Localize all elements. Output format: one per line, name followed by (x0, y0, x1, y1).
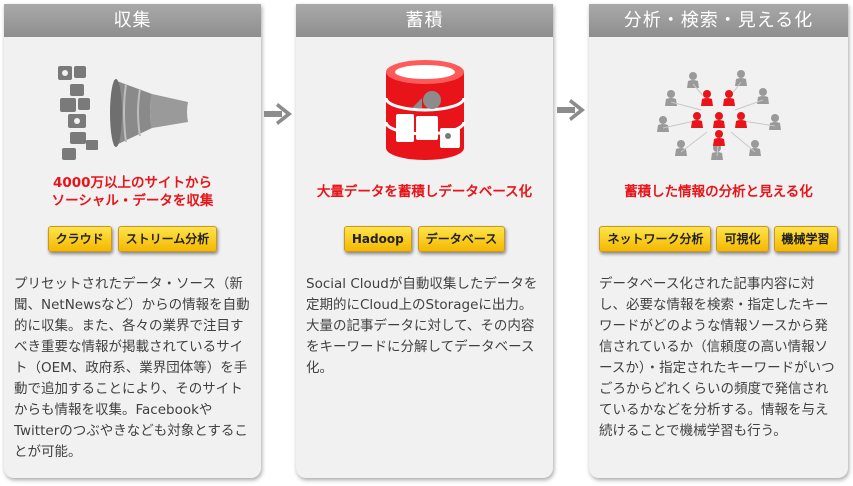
tag-machine-learning: 機械学習 (773, 226, 838, 252)
analyze-description: データベース化された記事内容に対し、必要な情報を検索・指定したキーワードがどのよ… (599, 276, 835, 439)
store-description: Social Cloudが自動収集したデータを定期的にCloud上のStorag… (306, 276, 538, 376)
collect-description: プリセットされたデータ・ソース（新聞、NetNewsなど）からの情報を自動的に収… (14, 276, 250, 460)
collect-tags: クラウド ストリーム分析 (4, 226, 261, 252)
panel-store: 蓄積 大量データを蓄積しデータベース化 Hadoop データベース Social… (296, 4, 553, 478)
arrow-right-icon (264, 103, 292, 125)
analyze-tags: ネットワーク分析 可視化 機械学習 (589, 226, 848, 252)
tag-cloud: クラウド (47, 226, 112, 252)
panel-header-store: 蓄積 (296, 4, 553, 37)
database-icon (384, 60, 466, 160)
panel-analyze: 分析・検索・見える化 蓄積した情報の分析と見える化 ネットワーク分析 可視化 機… (589, 4, 848, 478)
tag-stream-analysis: ストリーム分析 (117, 226, 218, 252)
social-funnel-icon (58, 66, 188, 160)
store-highlight: 大量データを蓄積しデータベース化 (316, 184, 533, 200)
arrow-right-icon (557, 99, 585, 121)
tag-network-analysis: ネットワーク分析 (599, 226, 712, 252)
panel-collect: 収集 4000万以上のサイトから ソーシャル・データを収集 クラウド ストリーム… (4, 4, 261, 478)
panel-header-collect: 収集 (4, 4, 261, 37)
store-tags: Hadoop データベース (296, 226, 553, 252)
tag-hadoop: Hadoop (343, 226, 412, 252)
tag-visualization: 可視化 (716, 226, 769, 252)
panel-header-analyze: 分析・検索・見える化 (589, 4, 848, 37)
people-network-icon (657, 70, 781, 160)
collect-highlight: 4000万以上のサイトから ソーシャル・データを収集 (51, 175, 214, 209)
analyze-highlight: 蓄積した情報の分析と見える化 (624, 184, 813, 200)
tag-database: データベース (417, 226, 506, 252)
